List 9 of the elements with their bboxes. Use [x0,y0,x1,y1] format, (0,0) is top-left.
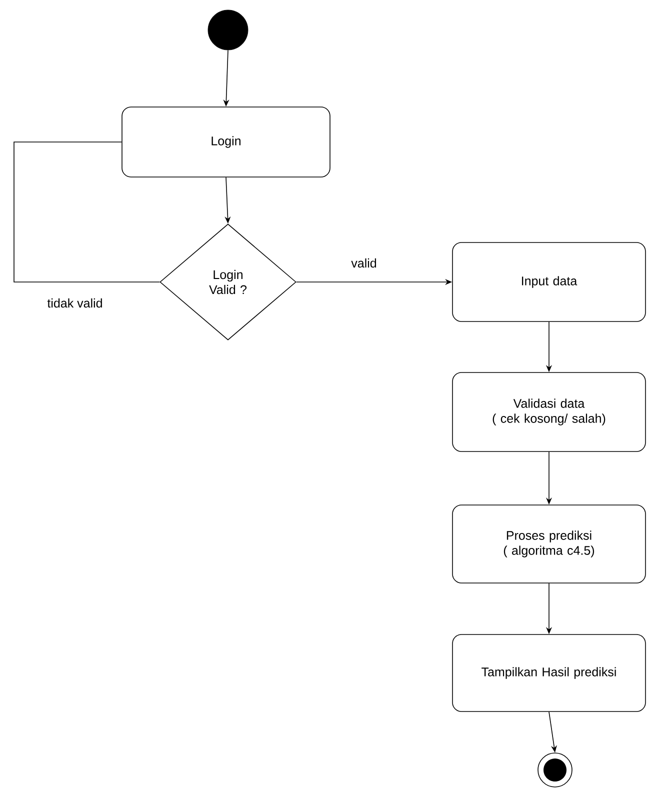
end-circle [538,752,572,788]
edge-label: valid [350,257,378,269]
start-circle [208,10,248,50]
activity-box: Input data [452,242,646,322]
edge-label: tidak valid [46,297,104,309]
activity-box: Validasi data ( cek kosong/ salah) [452,372,646,452]
activity-box: Proses prediksi ( algoritma c4.5) [452,504,646,584]
activity-box: Tampilkan Hasil prediksi [452,634,646,712]
activity-box: Login [122,106,330,178]
